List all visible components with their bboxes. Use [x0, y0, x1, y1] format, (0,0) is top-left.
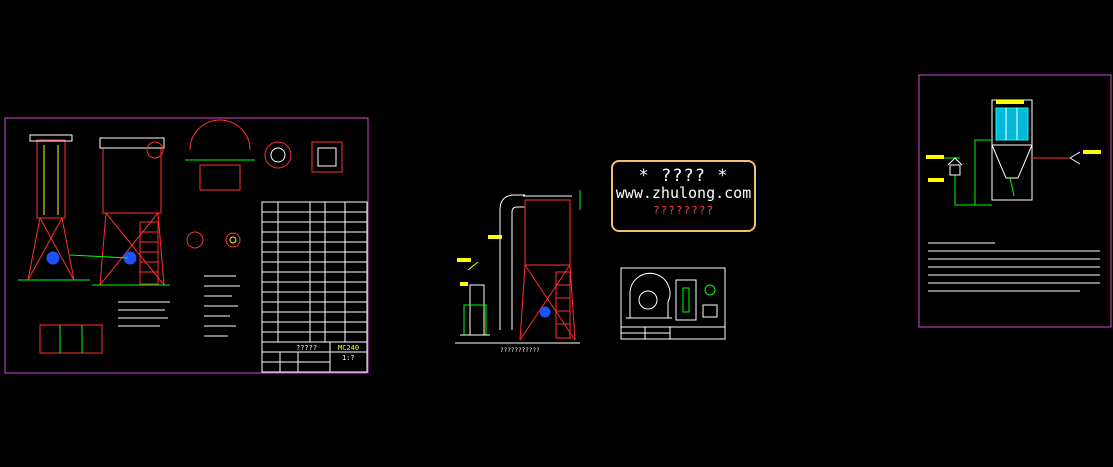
sheet-1-assembly-drawing [4, 117, 369, 374]
watermark-site: www.zhulong.com [615, 184, 752, 202]
watermark-stamp: * ???? * www.zhulong.com ???????? [611, 160, 756, 232]
label-tag [457, 258, 471, 262]
fan-detail-view [702, 284, 718, 318]
process-description-text [928, 242, 1100, 292]
sheet-1-frame [4, 117, 369, 374]
label-tag [926, 155, 944, 159]
title-block [261, 341, 368, 373]
flow-lines [935, 139, 1081, 206]
sheet-2-installation-drawing [455, 190, 581, 344]
collector-body [519, 190, 581, 341]
sheet-4-process-flow [918, 74, 1112, 328]
watermark-title: * ???? * [638, 166, 729, 186]
label-tag [928, 178, 944, 182]
sheet-3-fan-drawing [620, 267, 726, 340]
collector-unit [991, 99, 1033, 201]
sheet-3-frame [620, 267, 726, 340]
installation-caption: ??????????? [500, 347, 540, 354]
side-elevation-view [69, 137, 170, 286]
label-tag [460, 282, 468, 286]
fan-housing-view [626, 272, 672, 319]
sheet-3-title-block [621, 326, 725, 339]
front-elevation-view [18, 134, 90, 281]
technical-notes [118, 275, 240, 337]
detail-views [39, 119, 343, 354]
hood-symbol [947, 157, 963, 176]
sheet-4-frame [918, 74, 1112, 328]
label-tag [996, 100, 1024, 104]
title-block-code: ????? [296, 344, 318, 352]
fan-stack [460, 261, 490, 336]
title-block-model: MC240 [338, 344, 360, 352]
label-tag [488, 235, 502, 239]
label-tag [1083, 150, 1101, 154]
title-block-sheet: 1:? [342, 354, 355, 362]
parts-list-table [261, 201, 368, 343]
watermark-subtitle: ???????? [653, 204, 714, 217]
duct-pipe [499, 194, 525, 330]
fan-side-view [675, 279, 697, 321]
